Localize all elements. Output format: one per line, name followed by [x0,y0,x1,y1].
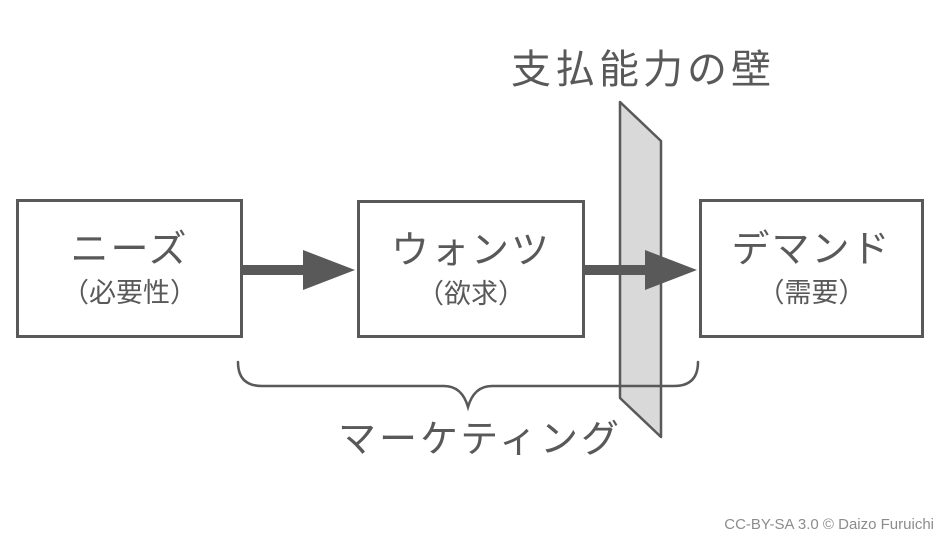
demand-label: デマンド [731,229,892,271]
wants-box: ウォンツ （欲求） [357,200,585,338]
marketing-brace-icon [236,360,700,412]
wants-label: ウォンツ [390,229,551,272]
demand-box: デマンド （需要） [699,199,924,338]
arrow-right-icon [584,250,697,290]
marketing-brace-label: マーケティング [338,419,622,461]
payment-wall-title: 支払能力の壁 [511,48,775,92]
needs-label: ニーズ [70,229,189,271]
needs-box: ニーズ （必要性） [16,199,243,338]
copyright-credit: CC-BY-SA 3.0 © Daizo Furuichi [724,516,934,533]
demand-sublabel: （需要） [757,278,866,308]
arrow-right-icon [242,250,355,290]
wants-sublabel: （欲求） [417,278,525,309]
needs-sublabel: （必要性） [62,278,197,308]
